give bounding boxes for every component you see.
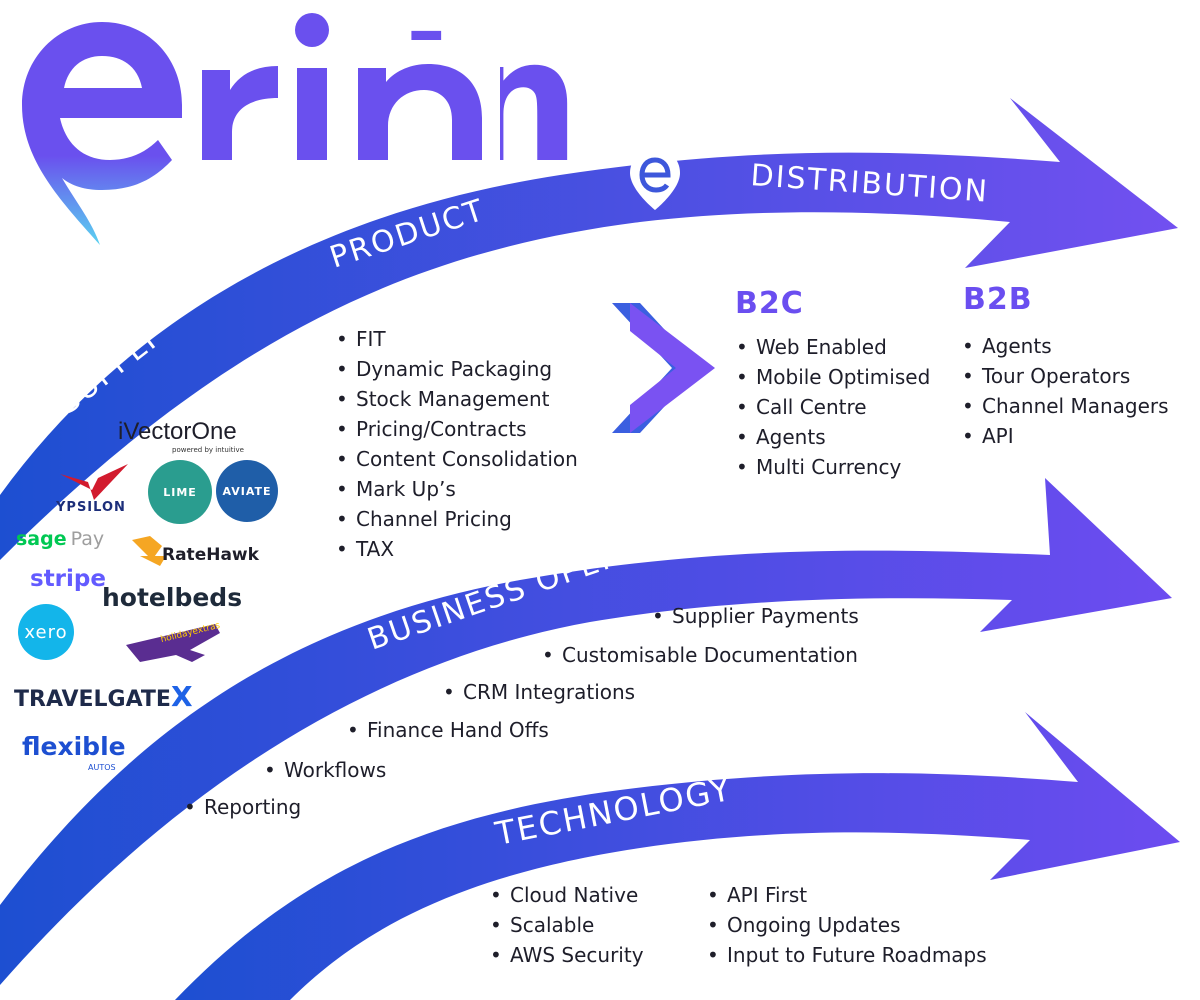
technology-list-right: API First Ongoing Updates Input to Futur…: [705, 880, 987, 970]
list-item: API First: [705, 880, 987, 910]
list-item: Agents: [734, 422, 930, 452]
list-item: Scalable: [488, 910, 644, 940]
aviate-logo: AVIATE: [216, 460, 278, 522]
business-ops-item: Supplier Payments: [650, 601, 859, 631]
lime-logo: LIME: [148, 460, 212, 524]
flexible-sub: AUTOS: [88, 763, 116, 772]
list-item: AWS Security: [488, 940, 644, 970]
list-item: Cloud Native: [488, 880, 644, 910]
hotelbeds-logo: hotelbeds: [102, 583, 243, 612]
list-item: Reporting: [182, 792, 301, 822]
list-item: Channel Pricing: [334, 504, 578, 534]
technology-list-left: Cloud Native Scalable AWS Security: [488, 880, 644, 970]
plane-icon: [126, 624, 220, 662]
b2b-list: Agents Tour Operators Channel Managers A…: [960, 331, 1169, 451]
list-item: Supplier Payments: [650, 601, 859, 631]
business-ops-item: Reporting: [182, 792, 301, 822]
middle-arrow: [0, 478, 1172, 985]
rin-letters: [202, 13, 482, 160]
list-item: TAX: [334, 534, 578, 564]
list-item: Multi Currency: [734, 452, 930, 482]
ivector-sub: powered by intuitive: [172, 446, 244, 454]
ypsilon-wing-icon: [60, 464, 128, 500]
list-item: Agents: [960, 331, 1169, 361]
business-ops-item: Workflows: [262, 755, 386, 785]
b2b-heading: B2B: [963, 282, 1033, 317]
list-item: Mark Up’s: [334, 474, 578, 504]
business-ops-item: Customisable Documentation: [540, 640, 858, 670]
b2c-heading: B2C: [735, 286, 804, 321]
list-item: Stock Management: [334, 384, 578, 414]
travelgate-logo: TRAVELGATEX: [14, 680, 193, 713]
list-item: Input to Future Roadmaps: [705, 940, 987, 970]
list-item: Content Consolidation: [334, 444, 578, 474]
flexible-logo: flexible: [22, 732, 126, 761]
product-list: FIT Dynamic Packaging Stock Management P…: [334, 324, 578, 564]
stripe-logo: stripe: [30, 566, 106, 592]
list-item: Tour Operators: [960, 361, 1169, 391]
business-ops-item: CRM Integrations: [441, 677, 635, 707]
top-arrow: [0, 98, 1178, 560]
double-chevron-icon: [612, 303, 715, 433]
e-pin-icon: [630, 148, 680, 210]
list-item: Customisable Documentation: [540, 640, 858, 670]
list-item: CRM Integrations: [441, 677, 635, 707]
ratehawk-icon: [132, 536, 166, 566]
list-item: API: [960, 421, 1169, 451]
list-item: Web Enabled: [734, 332, 930, 362]
list-item: Finance Hand Offs: [345, 715, 549, 745]
list-item: Call Centre: [734, 392, 930, 422]
list-item: Dynamic Packaging: [334, 354, 578, 384]
list-item: Channel Managers: [960, 391, 1169, 421]
list-item: Workflows: [262, 755, 386, 785]
xero-logo: xero: [18, 604, 74, 660]
ratehawk-logo: RateHawk: [162, 545, 259, 565]
business-ops-item: Finance Hand Offs: [345, 715, 549, 745]
list-item: Pricing/Contracts: [334, 414, 578, 444]
ivector-logo: iVectorOne: [118, 418, 237, 445]
bottom-arrow: [175, 712, 1180, 1000]
b2c-list: Web Enabled Mobile Optimised Call Centre…: [734, 332, 930, 482]
ypsilon-logo: YPSILON: [56, 500, 126, 515]
list-item: Ongoing Updates: [705, 910, 987, 940]
list-item: Mobile Optimised: [734, 362, 930, 392]
list-item: FIT: [334, 324, 578, 354]
